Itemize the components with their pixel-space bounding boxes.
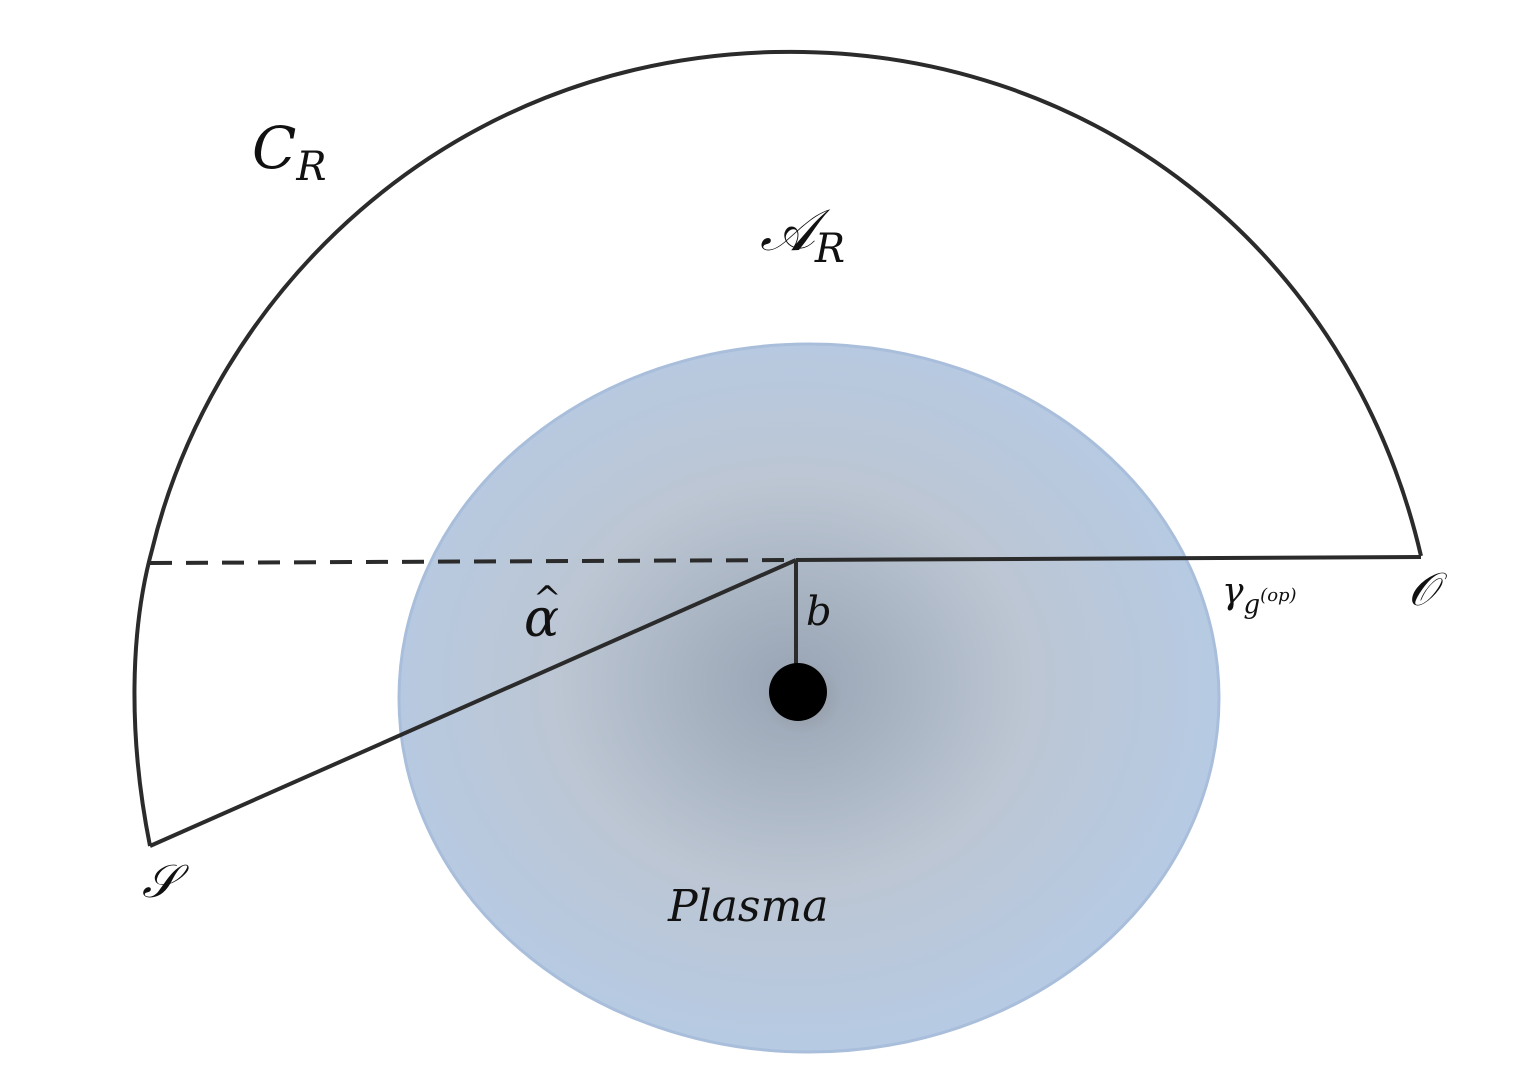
label-geodesic-gamma: γg(op)	[1222, 571, 1297, 620]
label-observer: 𝒪	[1408, 562, 1448, 616]
label-plasma: Plasma	[667, 881, 828, 932]
label-curve-c-r: CR	[252, 114, 327, 190]
label-impact-b: b	[806, 589, 832, 635]
observer-ray	[795, 555, 1422, 562]
curve-c-r	[132, 49, 1423, 847]
source-ray	[149, 558, 797, 848]
label-region-a-r: 𝒜R	[760, 196, 845, 272]
label-angle-alpha: α	[524, 589, 559, 649]
label-angle-hat: ^	[533, 579, 562, 619]
lens-mass	[769, 663, 827, 721]
label-source: 𝒮	[142, 854, 189, 908]
